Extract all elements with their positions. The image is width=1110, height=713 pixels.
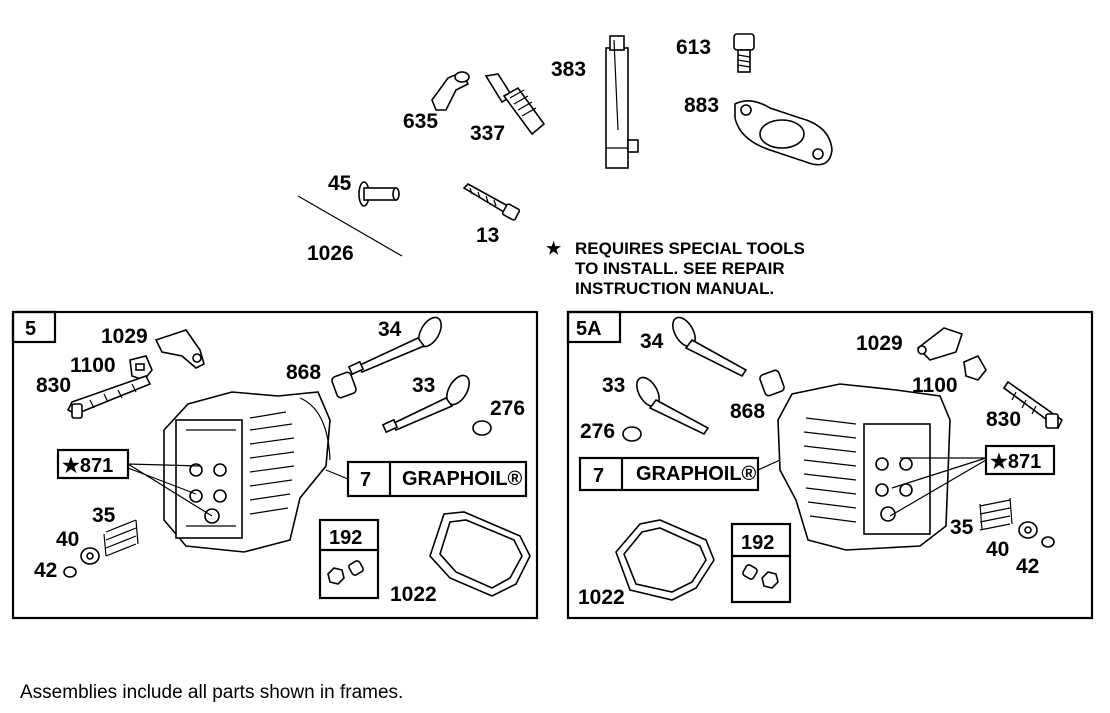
gasket-1022	[429, 511, 531, 597]
label-613: 613	[676, 36, 711, 59]
label-45: 45	[328, 172, 352, 195]
valve-33	[381, 374, 470, 434]
gasket-1022-5a	[615, 519, 715, 601]
nut-and-screw-192-5a	[742, 564, 779, 589]
valve-spring-35-5a	[979, 497, 1013, 531]
right-871-leaders	[889, 457, 987, 517]
seal-276-5a	[622, 426, 642, 442]
right-label-40: 40	[986, 538, 1009, 561]
frame-5-id: 5	[25, 318, 36, 340]
left-label-1029: 1029	[101, 325, 148, 348]
right-label-868: 868	[730, 400, 765, 423]
right-label-34: 34	[640, 330, 664, 353]
cylinder-head-5a	[777, 383, 951, 551]
spark-plug-boot-635	[431, 70, 470, 111]
cylinder-head	[163, 391, 331, 553]
bolt-13	[462, 183, 521, 221]
note-line-1: REQUIRES SPECIAL TOOLS	[575, 239, 805, 258]
left-label-192: 192	[329, 527, 362, 549]
left-label-830: 830	[36, 374, 71, 397]
label-337: 337	[470, 122, 505, 145]
left-graphoil-text: GRAPHOIL®	[402, 468, 523, 490]
left-label-33: 33	[412, 374, 435, 397]
label-883: 883	[684, 94, 719, 117]
label-13: 13	[476, 224, 499, 247]
frame-5a: 5A 34 33 868 276	[566, 310, 1094, 620]
right-label-35: 35	[950, 516, 974, 539]
right-label-830: 830	[986, 408, 1021, 431]
part-1100	[129, 355, 153, 381]
valve-spring-35	[103, 519, 139, 557]
star-symbol: ★	[546, 239, 562, 258]
left-label-868: 868	[286, 361, 321, 384]
label-383: 383	[551, 58, 586, 81]
left-label-1100: 1100	[70, 354, 116, 377]
left-label-42: 42	[34, 559, 57, 582]
left-label-35: 35	[92, 504, 116, 527]
rod-1026	[297, 195, 403, 257]
valve-34-5a	[672, 316, 748, 378]
right-label-1029: 1029	[856, 332, 903, 355]
right-label-276: 276	[580, 420, 615, 443]
valve-34	[347, 316, 442, 376]
right-label-42: 42	[1016, 555, 1039, 578]
note-line-2: TO INSTALL. SEE REPAIR	[575, 259, 785, 278]
left-label-276: 276	[490, 397, 525, 420]
right-label-33: 33	[602, 374, 625, 397]
rocker-1029-5a	[916, 327, 964, 361]
stud-830-5a	[1002, 380, 1064, 430]
left-871-leaders	[127, 463, 213, 517]
seal-276	[472, 420, 492, 436]
screw-613	[733, 33, 755, 73]
valve-33-5a	[636, 376, 710, 436]
valve-guide-868-5a	[759, 369, 785, 397]
right-label-1022: 1022	[578, 586, 625, 609]
label-635: 635	[403, 110, 438, 133]
spark-plug-337	[484, 73, 546, 136]
note-line-3: INSTRUCTION MANUAL.	[575, 279, 774, 298]
footer-note: Assemblies include all parts shown in fr…	[20, 682, 403, 703]
nut-and-screw-192	[327, 560, 364, 585]
left-label-40: 40	[56, 528, 79, 551]
frame-5a-id: 5A	[576, 318, 602, 340]
left-label-34: 34	[378, 318, 402, 341]
spark-plug-wrench-383	[605, 35, 639, 169]
pin-45	[358, 181, 400, 207]
right-label-1100: 1100	[912, 374, 958, 397]
keeper-42-5a	[1041, 536, 1055, 548]
keeper-42	[63, 566, 77, 578]
rocker-1029	[154, 329, 205, 369]
label-1026: 1026	[307, 242, 354, 265]
part-1100-5a	[963, 354, 987, 381]
right-label-192: 192	[741, 532, 774, 554]
left-label-871: ★871	[62, 455, 113, 477]
frame-5: 5 1029 1100 830	[11, 310, 539, 620]
valve-guide-868	[331, 371, 357, 399]
gasket-883	[734, 100, 833, 166]
right-graphoil-text: GRAPHOIL®	[636, 463, 757, 485]
left-label-1022: 1022	[390, 583, 437, 606]
left-graphoil-num: 7	[360, 469, 371, 491]
right-graphoil-num: 7	[593, 465, 604, 487]
stud-830	[66, 375, 152, 419]
right-label-871: ★871	[990, 451, 1041, 473]
